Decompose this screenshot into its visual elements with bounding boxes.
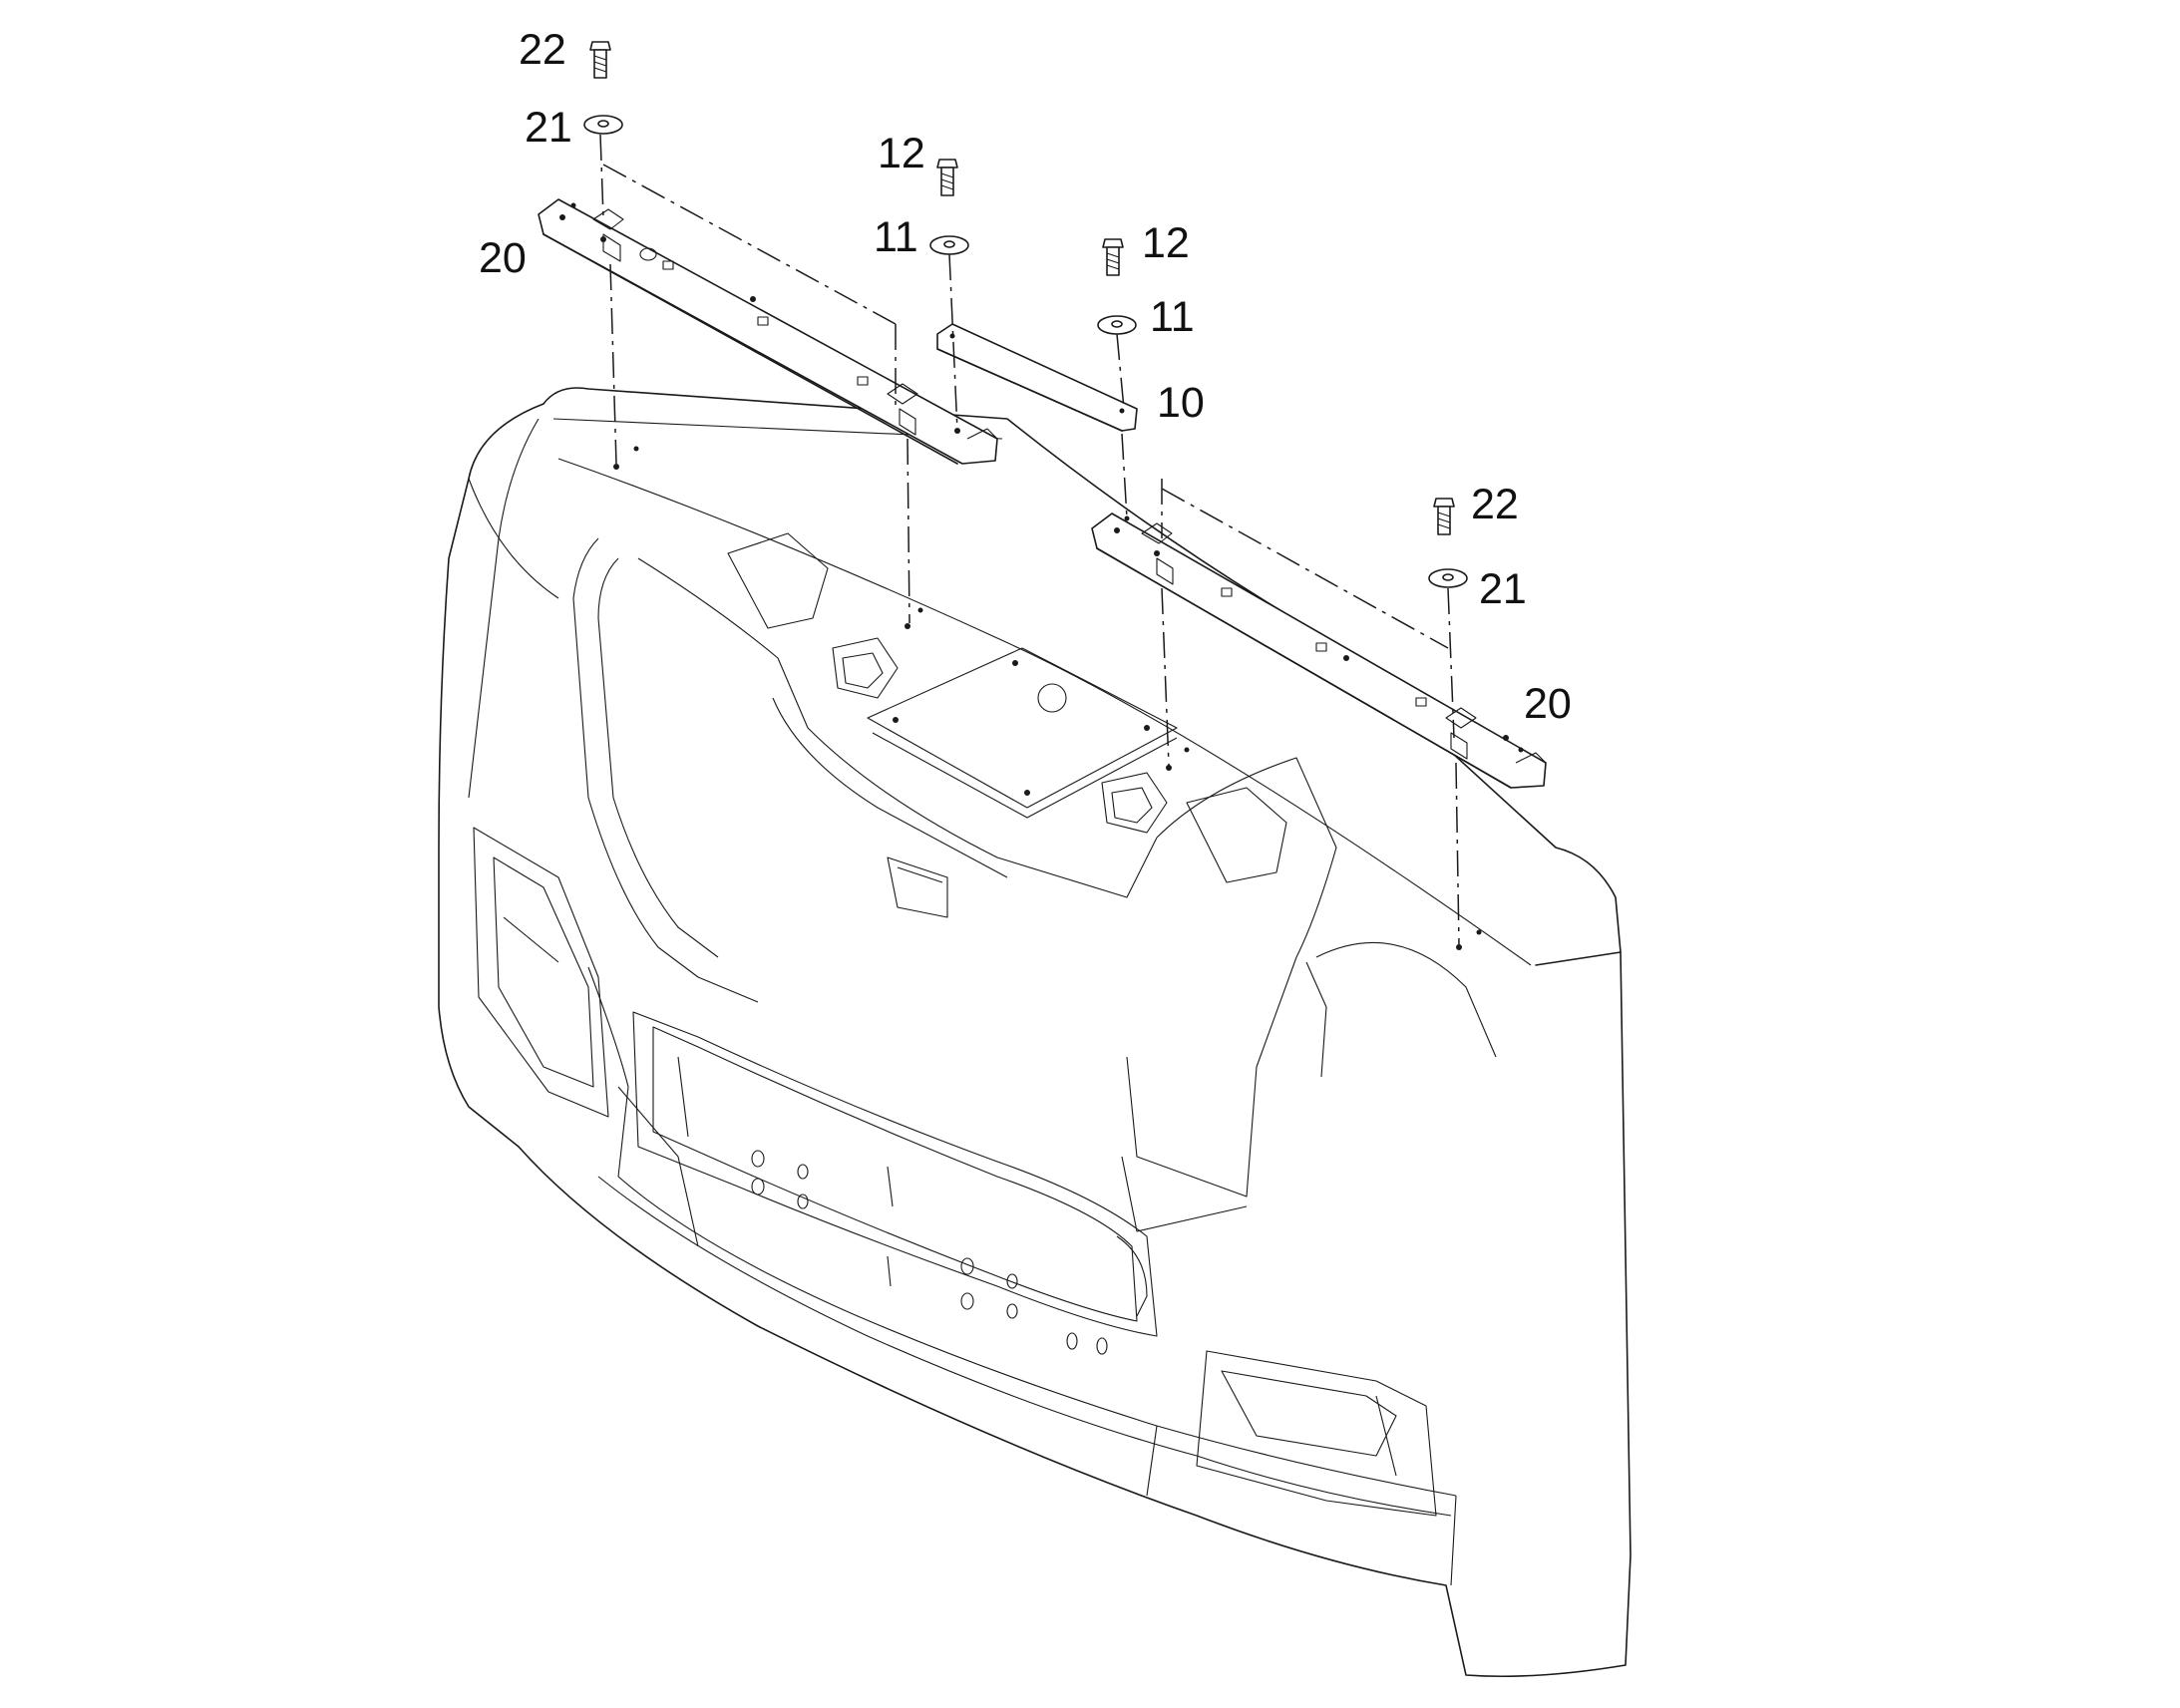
washer-left [583, 115, 623, 135]
callout-bolt-center-right: 12 [1142, 219, 1190, 267]
callout-bolt-right: 22 [1471, 481, 1519, 528]
mount-hole [1166, 765, 1172, 771]
bolt-left [589, 41, 611, 79]
boss-left [832, 637, 899, 699]
callout-washer-right: 21 [1479, 565, 1527, 613]
mount-hole [1456, 944, 1462, 950]
washer-center-left [929, 235, 969, 255]
bolt-center-right [1102, 238, 1124, 276]
callout-bolt-left: 22 [519, 26, 566, 74]
bolt-right [1433, 498, 1455, 535]
callout-center-plate: 10 [1157, 379, 1205, 427]
bolt-center-left [936, 159, 958, 196]
plate-holes [751, 1150, 1108, 1355]
callout-washer-center-left: 11 [874, 213, 918, 261]
washer-right [1428, 568, 1468, 588]
top-pad-right [1186, 787, 1287, 883]
counterweight-body [438, 387, 1632, 1678]
bracket-right [1091, 512, 1547, 789]
boss-right [1101, 772, 1168, 834]
assembly-lines [599, 134, 1460, 946]
washer-center-right [1097, 315, 1137, 335]
tow-hitch [887, 856, 948, 918]
callout-bolt-center-left: 12 [878, 130, 925, 177]
center-plate [936, 323, 1138, 432]
callout-washer-left: 21 [525, 104, 572, 152]
mount-hole [905, 623, 910, 629]
callout-labels: 22 21 20 12 11 12 11 10 22 21 20 [479, 26, 1572, 728]
callout-washer-center-right: 11 [1150, 293, 1195, 341]
bracket-left [538, 198, 998, 465]
center-hood-plate [867, 647, 1178, 809]
callout-bracket-right: 20 [1524, 680, 1572, 728]
top-pad-left [727, 532, 829, 629]
mount-hole [613, 464, 619, 470]
callout-bracket-left: 20 [479, 234, 527, 282]
